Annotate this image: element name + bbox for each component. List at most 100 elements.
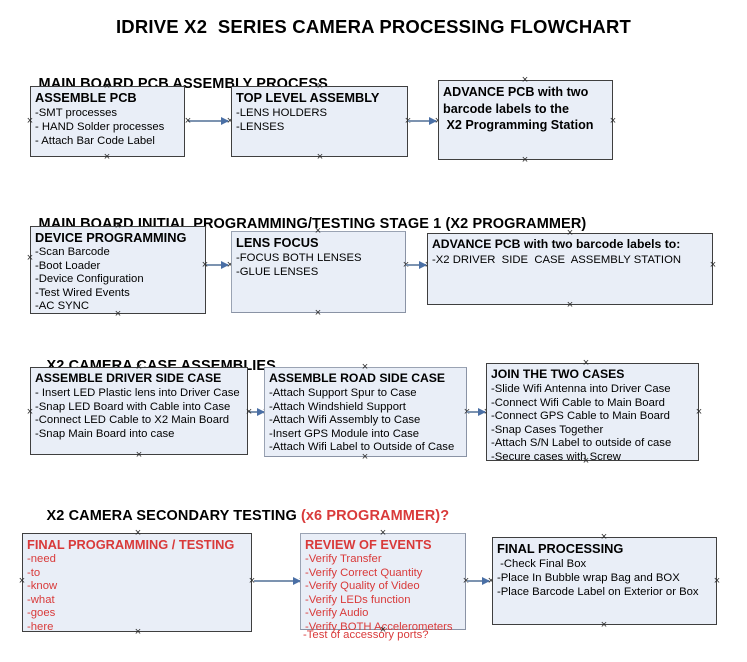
node-line: ADVANCE PCB with two	[443, 85, 589, 99]
node-line: -AC SYNC	[35, 300, 89, 313]
node-assemble-road-side-case[interactable]: ASSEMBLE ROAD SIDE CASE -Attach Support …	[264, 367, 467, 457]
node-line: -Connect GPS Cable to Main Board	[491, 410, 670, 423]
node-join-the-two-cases[interactable]: JOIN THE TWO CASES -Slide Wifi Antenna i…	[486, 363, 699, 463]
node-line: -Connect LED Cable to X2 Main Board	[35, 414, 230, 427]
resize-handle-left[interactable]	[18, 577, 27, 586]
node-title: ADVANCE PCB with two barcode labels to:	[432, 237, 681, 251]
node-device-programming[interactable]: DEVICE PROGRAMMING -Scan Barcode -Boot L…	[30, 226, 206, 314]
node-line: -Scan Barcode	[35, 246, 110, 258]
node-title: LENS FOCUS	[236, 235, 319, 250]
node-final-programming-testing[interactable]: FINAL PROGRAMMING / TESTING -need -to -k…	[22, 533, 252, 635]
node-line: -Snap Main Board into case	[35, 427, 175, 440]
node-line: -to	[27, 566, 41, 579]
node-line: -X2 DRIVER SIDE CASE ASSEMBLY STATION	[432, 254, 682, 266]
node-title: ASSEMBLE DRIVER SIDE CASE	[35, 371, 222, 385]
resize-handle-bottom[interactable]	[114, 310, 123, 319]
resize-handle-left[interactable]	[26, 117, 35, 126]
resize-handle-top[interactable]	[521, 76, 530, 85]
node-advance-pcb-driver-side-case[interactable]: ADVANCE PCB with two barcode labels to: …	[427, 233, 713, 305]
resize-handle-bottom[interactable]	[134, 628, 143, 637]
node-line: -Attach Support Spur to Case	[269, 387, 417, 399]
node-assemble-pcb[interactable]: ASSEMBLE PCB -SMT processes - HAND Solde…	[30, 86, 185, 157]
node-body: FINAL PROGRAMMING / TESTING -need -to -k…	[23, 534, 251, 635]
node-body: LENS FOCUS -FOCUS BOTH LENSES -GLUE LENS…	[232, 232, 405, 279]
resize-handle-top[interactable]	[134, 529, 143, 538]
section-heading-x2-camera-secondary-testing: X2 CAMERA SECONDARY TESTING (x6 PROGRAMM…	[30, 492, 450, 540]
resize-handle-left[interactable]	[26, 408, 35, 417]
node-line: X2 Programming Station	[443, 118, 594, 132]
connector-top-level-assembly-to-advance-pcb	[408, 117, 437, 125]
resize-handle-bottom[interactable]	[135, 451, 144, 460]
node-line: -Verify Quality of Video	[305, 580, 420, 593]
resize-handle-bottom[interactable]	[600, 621, 609, 630]
node-line: -Device Configuration	[35, 273, 144, 286]
resize-handle-right[interactable]	[713, 577, 722, 586]
resize-handle-top[interactable]	[361, 363, 370, 372]
resize-handle-top[interactable]	[114, 222, 123, 231]
node-line: barcode labels to the	[443, 101, 569, 116]
node-line: -Verify Transfer	[305, 553, 382, 565]
node-line: -Verify LEDs function	[305, 593, 411, 606]
node-line: -Snap Cases Together	[491, 423, 604, 436]
node-line: -LENSES	[236, 121, 285, 134]
resize-handle-bottom[interactable]	[566, 301, 575, 310]
resize-handle-left[interactable]	[26, 254, 35, 263]
node-body: ASSEMBLE DRIVER SIDE CASE - Insert LED P…	[31, 368, 247, 441]
resize-handle-bottom[interactable]	[379, 626, 388, 635]
node-top-level-assembly[interactable]: TOP LEVEL ASSEMBLY -LENS HOLDERS -LENSES	[231, 86, 408, 157]
node-advance-pcb-programming-station[interactable]: ADVANCE PCB with two barcode labels to t…	[438, 80, 613, 160]
connector-handle-start[interactable]	[184, 117, 193, 126]
connector-handle-start[interactable]	[201, 261, 210, 270]
node-line: - Attach Bar Code Label	[35, 135, 155, 148]
resize-handle-bottom[interactable]	[582, 457, 591, 466]
node-line: -LENS HOLDERS	[236, 107, 328, 119]
node-title: FINAL PROCESSING	[497, 541, 624, 556]
resize-handle-top[interactable]	[103, 82, 112, 91]
node-assemble-driver-side-case[interactable]: ASSEMBLE DRIVER SIDE CASE - Insert LED P…	[30, 367, 248, 455]
node-line: - Insert LED Plastic lens into Driver Ca…	[35, 387, 240, 399]
node-line: -Attach Wifi Assembly to Case	[269, 414, 421, 427]
page-title: IDRIVE X2 SERIES CAMERA PROCESSING FLOWC…	[115, 16, 632, 37]
node-body: REVIEW OF EVENTS -Verify Transfer -Verif…	[301, 534, 465, 635]
node-line: -Slide Wifi Antenna into Driver Case	[491, 383, 671, 395]
resize-handle-top[interactable]	[316, 82, 325, 91]
resize-handle-bottom[interactable]	[314, 309, 323, 318]
node-line: -Secure cases with Screw	[491, 450, 621, 463]
resize-handle-top[interactable]	[314, 227, 323, 236]
resize-handle-right[interactable]	[695, 408, 704, 417]
node-line: -Attach S/N Label to outside of case	[491, 437, 672, 450]
node-final-processing[interactable]: FINAL PROCESSING -Check Final Box -Place…	[492, 537, 717, 625]
connector-handle-start[interactable]	[245, 408, 254, 417]
node-line: -goes	[27, 607, 56, 620]
node-title: FINAL PROGRAMMING / TESTING	[27, 537, 235, 552]
node-title: REVIEW OF EVENTS	[305, 537, 432, 552]
node-line: -Verify BOTH Accelerometers	[305, 620, 453, 633]
node-line: -Verify Audio	[305, 607, 369, 620]
resize-handle-bottom[interactable]	[103, 153, 112, 162]
node-line: -Attach Wifi Label to Outside of Case	[269, 441, 455, 454]
resize-handle-right[interactable]	[609, 117, 618, 126]
resize-handle-top[interactable]	[379, 529, 388, 538]
connector-final-programming-to-review-of-events	[254, 577, 301, 585]
node-line: -Boot Loader	[35, 259, 101, 272]
node-line: -here	[27, 620, 54, 633]
resize-handle-bottom[interactable]	[316, 153, 325, 162]
resize-handle-bottom[interactable]	[361, 453, 370, 462]
node-lens-focus[interactable]: LENS FOCUS -FOCUS BOTH LENSES -GLUE LENS…	[231, 231, 406, 313]
node-body: TOP LEVEL ASSEMBLY -LENS HOLDERS -LENSES	[232, 87, 407, 134]
resize-handle-top[interactable]	[135, 363, 144, 372]
node-title: DEVICE PROGRAMMING	[35, 230, 187, 245]
node-line: -Insert GPS Module into Case	[269, 427, 420, 440]
resize-handle-top[interactable]	[566, 229, 575, 238]
node-review-of-events[interactable]: REVIEW OF EVENTS -Verify Transfer -Verif…	[300, 533, 466, 633]
resize-handle-top[interactable]	[582, 359, 591, 368]
section-heading-accent: (x6 PROGRAMMER)?	[300, 508, 450, 524]
node-line: -FOCUS BOTH LENSES	[236, 252, 362, 264]
node-title: ASSEMBLE ROAD SIDE CASE	[269, 371, 446, 385]
node-line: -know	[27, 580, 58, 593]
resize-handle-bottom[interactable]	[521, 156, 530, 165]
node-line: -Attach Windshield Support	[269, 400, 406, 413]
resize-handle-right[interactable]	[709, 261, 718, 270]
resize-handle-top[interactable]	[600, 533, 609, 542]
node-line: -Verify Correct Quantity	[305, 566, 423, 579]
